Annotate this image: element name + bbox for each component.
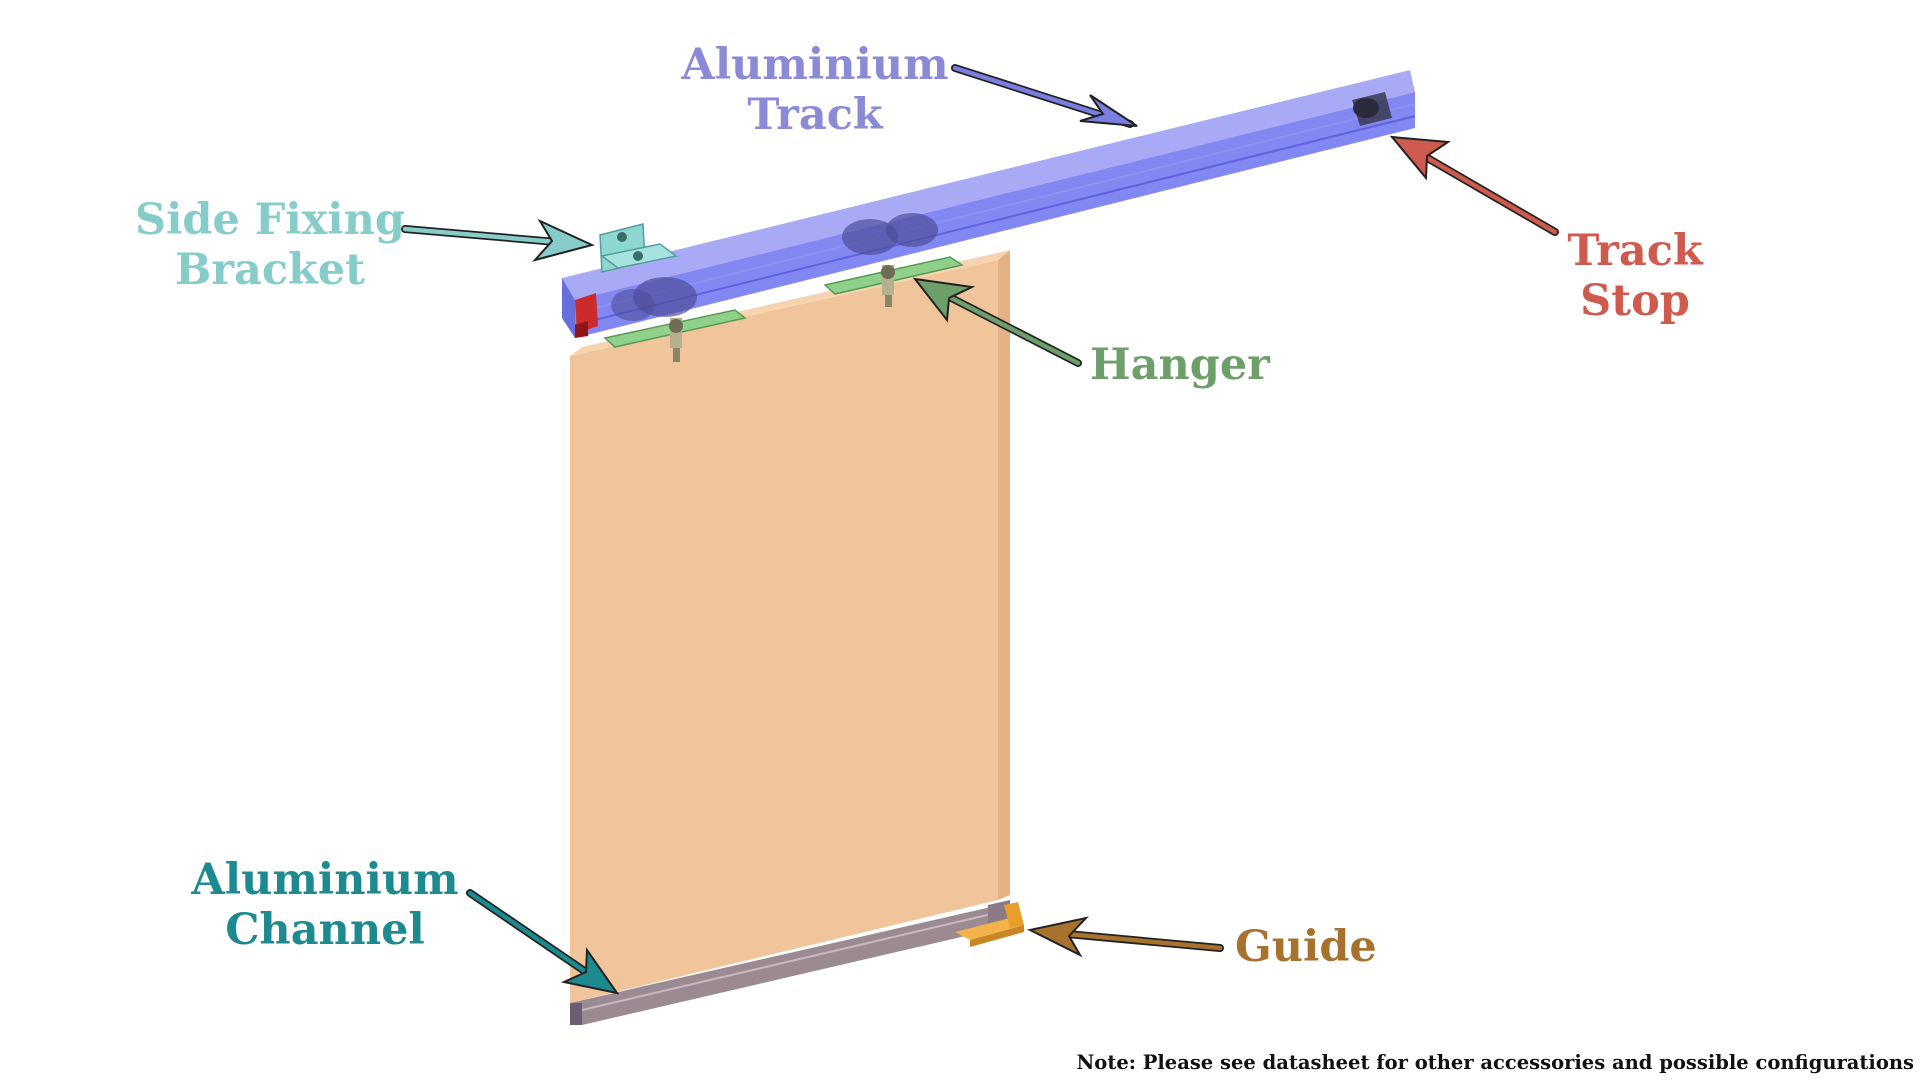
guide-part	[955, 902, 1024, 947]
arrow-track-stop	[1389, 135, 1559, 236]
label-guide: Guide	[1235, 922, 1435, 972]
label-side-fixing-bracket-line2: Bracket	[174, 245, 366, 295]
track-stop-part-left	[575, 293, 598, 338]
label-aluminium-channel-line1: Aluminium	[191, 855, 459, 905]
hanger-left	[603, 309, 747, 362]
label-aluminium-track: Aluminium Track	[665, 40, 965, 140]
label-track-stop-line2: Stop	[1580, 276, 1690, 326]
label-track-stop: Track Stop	[1535, 226, 1735, 326]
aluminium-track-part	[562, 70, 1416, 338]
arrow-aluminium-track	[951, 64, 1138, 128]
label-aluminium-track-line1: Aluminium	[681, 40, 949, 90]
label-hanger-text: Hanger	[1090, 340, 1270, 390]
label-side-fixing-bracket-line1: Side Fixing	[135, 195, 405, 245]
label-guide-text: Guide	[1235, 922, 1377, 972]
label-track-stop-line1: Track	[1567, 226, 1703, 276]
label-aluminium-channel: Aluminium Channel	[180, 855, 470, 955]
label-aluminium-track-line2: Track	[747, 90, 883, 140]
arrow-hanger	[912, 277, 1082, 367]
label-aluminium-channel-line2: Channel	[225, 905, 425, 955]
arrow-aluminium-channel	[466, 889, 620, 995]
label-side-fixing-bracket: Side Fixing Bracket	[120, 195, 420, 295]
label-hanger: Hanger	[1090, 340, 1370, 390]
arrow-guide	[1027, 916, 1224, 958]
track-stop-part-right	[1352, 92, 1392, 126]
hanger-right	[823, 256, 964, 307]
side-fixing-bracket-part	[599, 223, 678, 273]
aluminium-channel-part	[570, 900, 1010, 1025]
door-panel	[570, 250, 1010, 1003]
footnote: Note: Please see datasheet for other acc…	[1076, 1051, 1914, 1074]
arrow-side-fixing-bracket	[401, 218, 595, 262]
